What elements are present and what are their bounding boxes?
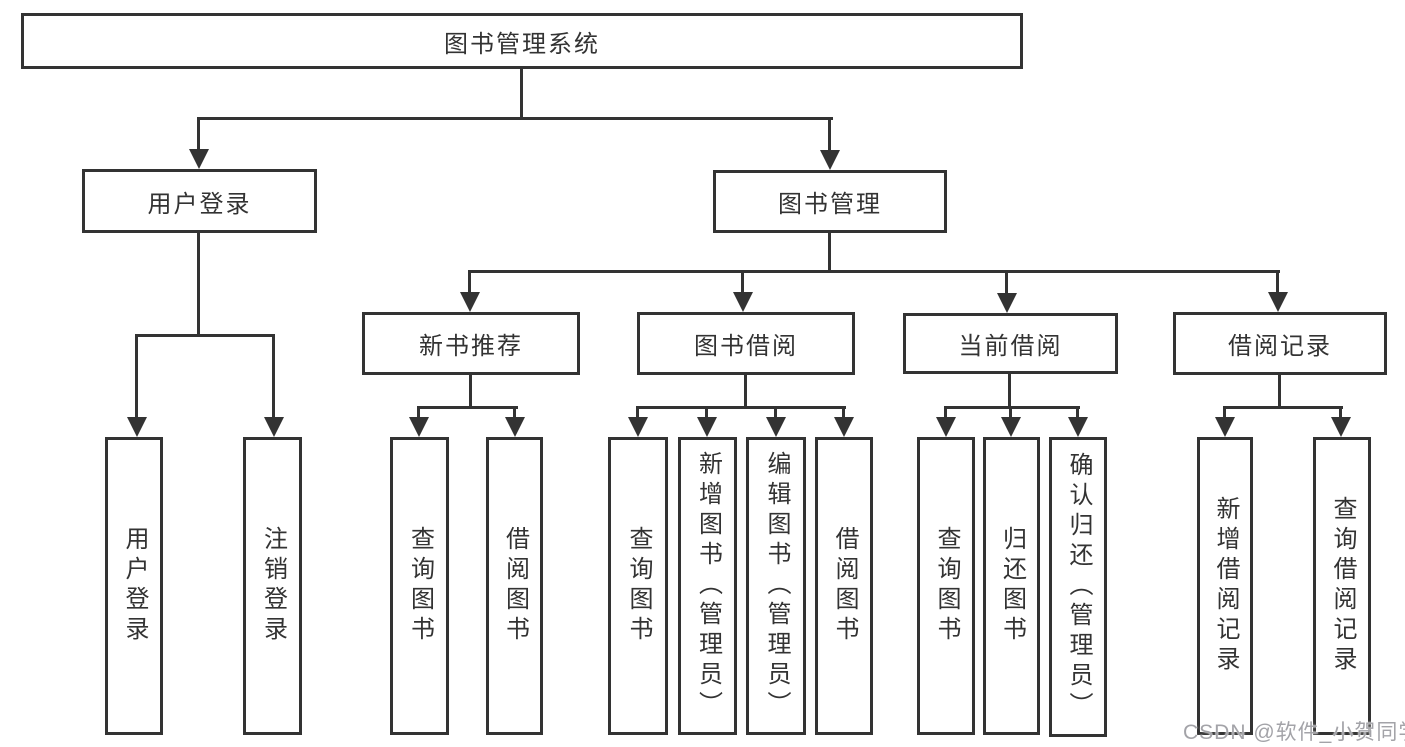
leaf-label: 注销登录 xyxy=(259,526,287,646)
arrowhead-down-icon xyxy=(460,292,480,312)
leaf-add-borrow-record: 新增借阅记录 xyxy=(1197,437,1253,735)
connector-line xyxy=(1076,406,1079,418)
arrowhead-down-icon xyxy=(820,150,840,170)
connector-line xyxy=(520,69,523,119)
leaf-label: 查询借阅记录 xyxy=(1329,496,1356,676)
connector-line xyxy=(842,406,845,418)
arrowhead-down-icon xyxy=(1215,417,1235,437)
leaf-label: 确认归还（管理员） xyxy=(1065,452,1092,722)
leaf-query-book: 查询图书 xyxy=(390,437,449,735)
leaf-logout: 注销登录 xyxy=(243,437,302,735)
arrowhead-down-icon xyxy=(264,417,284,437)
leaf-label: 归还图书 xyxy=(998,526,1026,646)
leaf-return-book: 归还图书 xyxy=(983,437,1040,735)
connector-line xyxy=(197,233,200,337)
leaf-label: 查询图书 xyxy=(933,526,960,646)
arrowhead-down-icon xyxy=(127,417,147,437)
node-borrowing-records: 借阅记录 xyxy=(1173,312,1387,375)
connector-line xyxy=(1276,270,1279,294)
node-user-login: 用户登录 xyxy=(82,169,317,233)
leaf-user-login: 用户登录 xyxy=(105,437,163,735)
leaf-label: 编辑图书（管理员） xyxy=(763,451,790,721)
connector-line xyxy=(744,375,747,409)
connector-line xyxy=(1008,374,1011,409)
connector-line xyxy=(636,406,846,409)
connector-line xyxy=(272,334,275,418)
connector-line xyxy=(513,406,516,418)
connector-line xyxy=(135,334,138,418)
connector-line xyxy=(468,270,471,294)
leaf-borrow-book: 借阅图书 xyxy=(815,437,873,735)
leaf-confirm-return-admin: 确认归还（管理员） xyxy=(1049,437,1107,737)
leaf-label: 新增图书（管理员） xyxy=(694,451,722,721)
leaf-edit-book-admin: 编辑图书（管理员） xyxy=(746,437,806,735)
arrowhead-down-icon xyxy=(697,417,717,437)
connector-line xyxy=(944,406,1080,409)
connector-line xyxy=(135,334,275,337)
leaf-query-borrow-record: 查询借阅记录 xyxy=(1313,437,1371,735)
leaf-label: 用户登录 xyxy=(121,526,148,646)
connector-line xyxy=(1009,406,1012,418)
node-library-management-system: 图书管理系统 xyxy=(21,13,1023,69)
arrowhead-down-icon xyxy=(628,417,648,437)
arrowhead-down-icon xyxy=(505,417,525,437)
csdn-watermark: CSDN @软件_小贺同学 xyxy=(1183,721,1405,744)
arrowhead-down-icon xyxy=(1001,417,1021,437)
leaf-query-book: 查询图书 xyxy=(608,437,668,735)
arrowhead-down-icon xyxy=(1268,292,1288,312)
leaf-label: 借阅图书 xyxy=(501,526,529,646)
arrowhead-down-icon xyxy=(733,292,753,312)
connector-line xyxy=(197,117,833,120)
connector-line xyxy=(417,406,518,409)
node-new-book-recommend: 新书推荐 xyxy=(362,312,580,375)
connector-line xyxy=(197,117,200,151)
arrowhead-down-icon xyxy=(1068,417,1088,437)
arrowhead-down-icon xyxy=(936,417,956,437)
connector-line xyxy=(1339,406,1342,418)
connector-line xyxy=(1005,270,1008,295)
leaf-label: 新增借阅记录 xyxy=(1212,496,1239,676)
leaf-borrow-book: 借阅图书 xyxy=(486,437,543,735)
connector-line xyxy=(774,406,777,418)
node-current-borrowing: 当前借阅 xyxy=(903,313,1118,374)
leaf-label: 查询图书 xyxy=(406,526,434,646)
connector-line xyxy=(828,233,831,273)
node-book-management: 图书管理 xyxy=(713,170,947,233)
connector-line xyxy=(828,117,831,152)
leaf-label: 借阅图书 xyxy=(831,526,858,646)
connector-line xyxy=(741,270,744,294)
arrowhead-down-icon xyxy=(1331,417,1351,437)
arrowhead-down-icon xyxy=(997,293,1017,313)
arrowhead-down-icon xyxy=(834,417,854,437)
connector-line xyxy=(636,406,639,418)
arrowhead-down-icon xyxy=(766,417,786,437)
connector-line xyxy=(468,270,1280,273)
leaf-label: 查询图书 xyxy=(625,526,652,646)
arrowhead-down-icon xyxy=(189,149,209,169)
arrowhead-down-icon xyxy=(409,417,429,437)
connector-line xyxy=(1278,375,1281,409)
connector-line xyxy=(1223,406,1343,409)
connector-line xyxy=(705,406,708,418)
node-book-borrowing: 图书借阅 xyxy=(637,312,855,375)
connector-line xyxy=(944,406,947,418)
leaf-query-book: 查询图书 xyxy=(917,437,975,735)
leaf-add-book-admin: 新增图书（管理员） xyxy=(678,437,737,735)
connector-line xyxy=(469,375,472,409)
connector-line xyxy=(1223,406,1226,418)
connector-line xyxy=(417,406,420,418)
